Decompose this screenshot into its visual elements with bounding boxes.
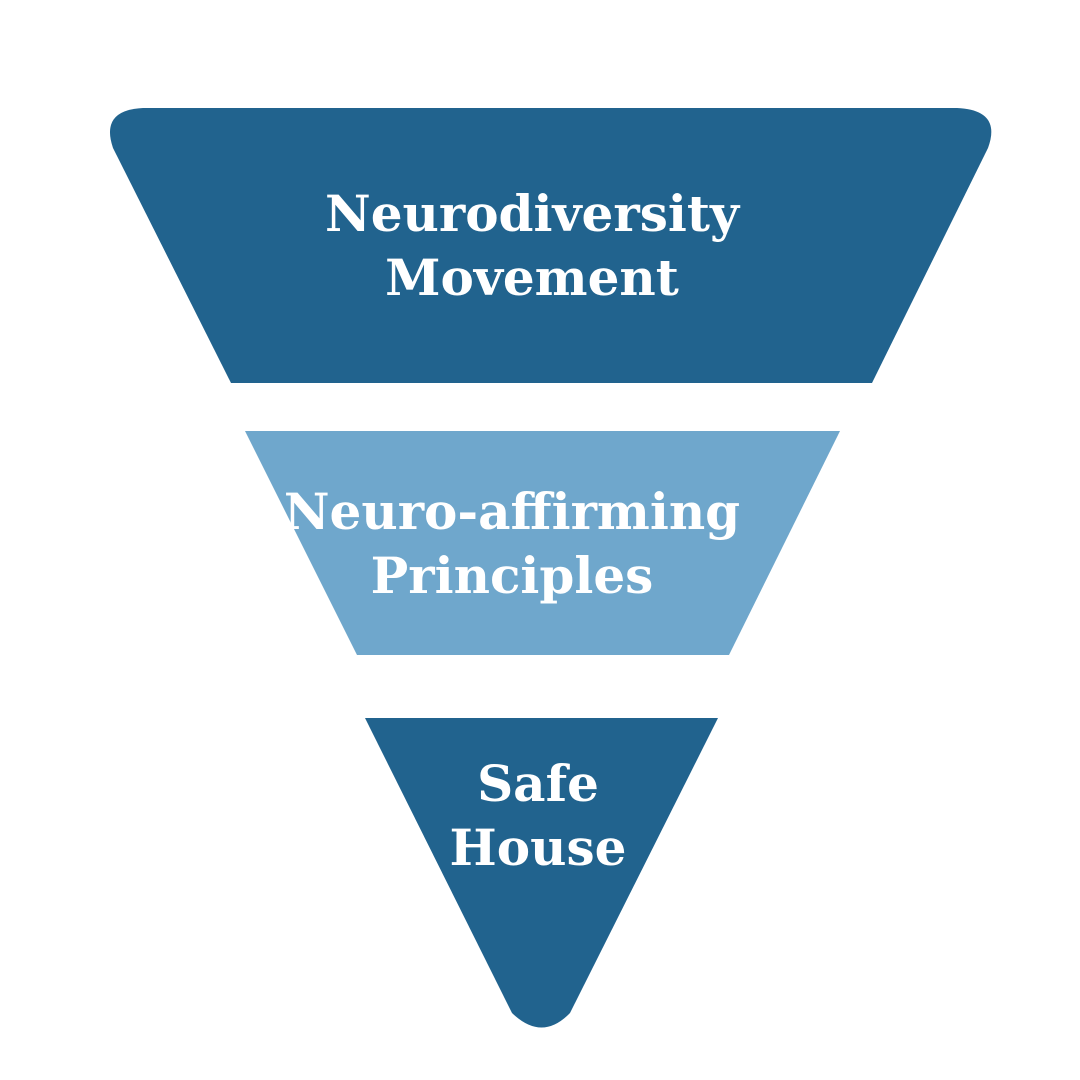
funnel-segment-middle [245, 431, 840, 655]
funnel-segment-top [109, 108, 992, 383]
funnel-label-top-line1: Neurodiversity [324, 184, 739, 243]
funnel-segment-bottom [365, 718, 718, 1028]
funnel-label-top: Neurodiversity Movement [0, 182, 1072, 310]
funnel-label-bottom-line2: House [449, 818, 627, 877]
funnel-label-bottom: Safe House [0, 752, 1078, 880]
funnel-label-top-line2: Movement [385, 248, 679, 307]
funnel-label-middle: Neuro-affirming Principles [0, 480, 1052, 608]
funnel-label-middle-line1: Neuro-affirming [283, 482, 741, 541]
funnel-label-middle-line2: Principles [370, 546, 654, 605]
funnel-label-bottom-line1: Safe [477, 754, 599, 813]
